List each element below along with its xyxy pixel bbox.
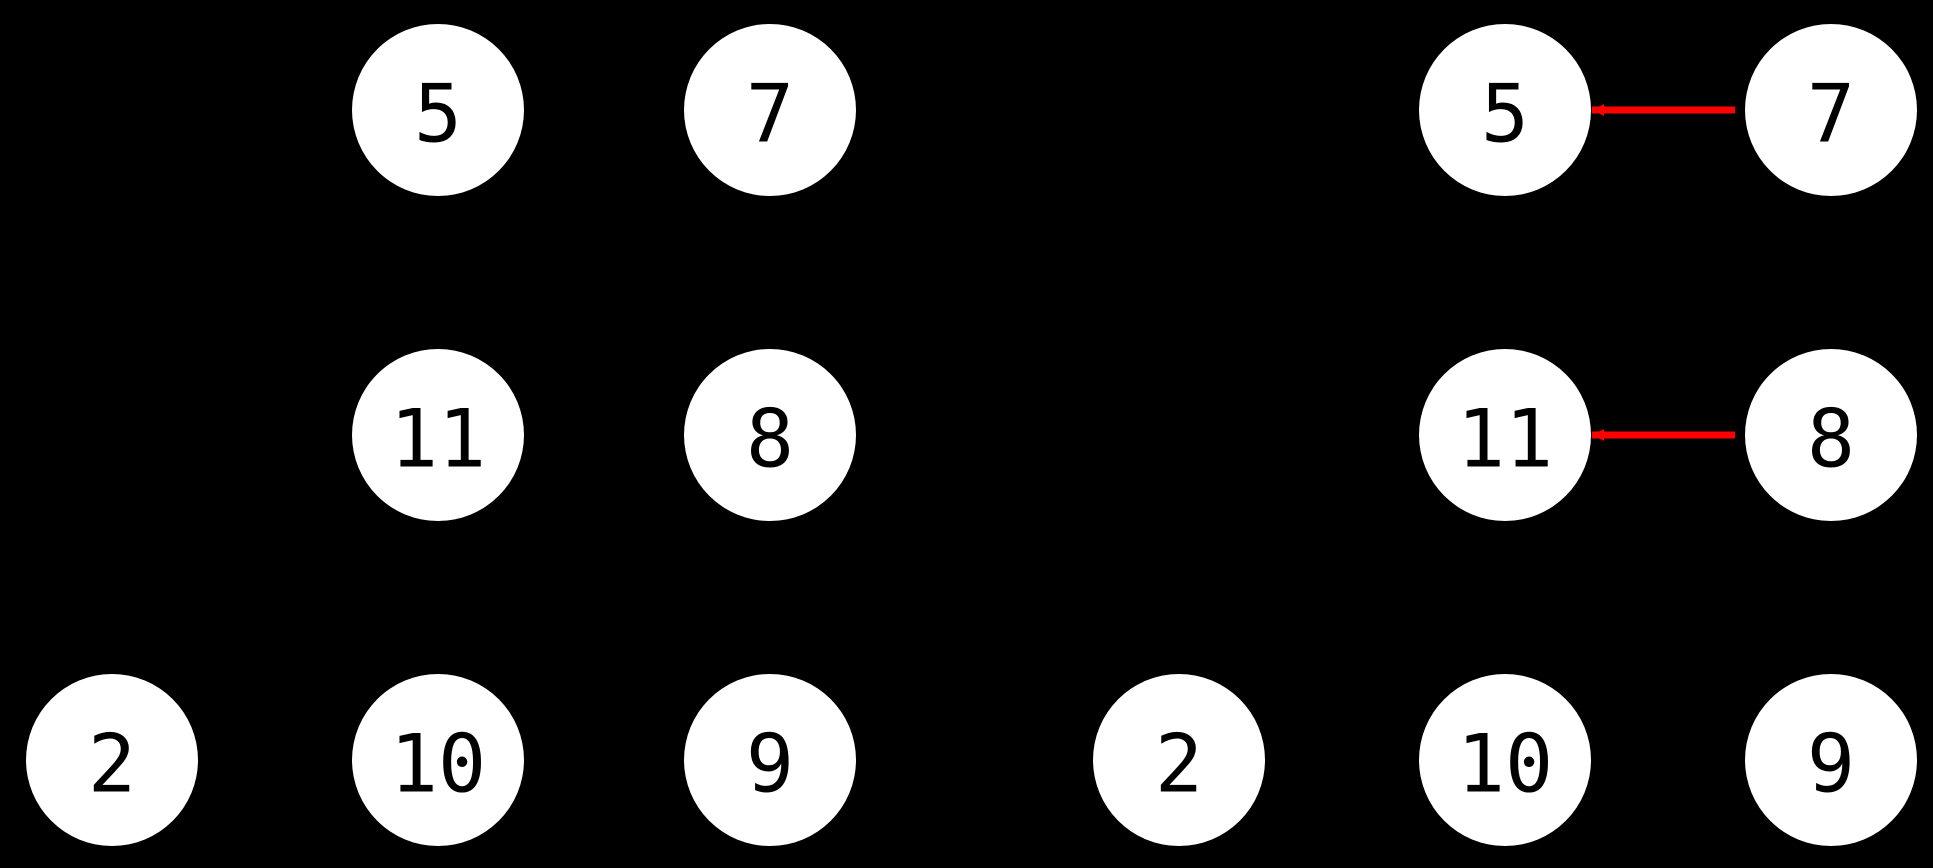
node-circle — [352, 349, 524, 521]
node-label: 9 — [746, 718, 794, 811]
node-circle — [1419, 674, 1591, 846]
node-label: 2 — [1155, 718, 1203, 811]
node-label: 10 — [1457, 718, 1553, 811]
node-label: 5 — [1481, 68, 1529, 161]
node-5: 5 — [352, 24, 524, 196]
node-circle — [684, 24, 856, 196]
graph-left: 5 7 11 8 2 10 9 — [26, 24, 856, 846]
node-2: 2 — [26, 674, 198, 846]
node-11: 11 — [352, 349, 524, 521]
node-circle — [1745, 349, 1917, 521]
node-label: 5 — [414, 68, 462, 161]
node-7: 7 — [684, 24, 856, 196]
node-8: 8 — [1745, 349, 1917, 521]
node-label: 9 — [1807, 718, 1855, 811]
node-circle — [26, 674, 198, 846]
node-9: 9 — [684, 674, 856, 846]
node-label: 2 — [88, 718, 136, 811]
node-label: 7 — [746, 68, 794, 161]
node-circle — [684, 349, 856, 521]
node-label: 11 — [390, 393, 486, 486]
node-label: 7 — [1807, 68, 1855, 161]
node-2: 2 — [1093, 674, 1265, 846]
node-11: 11 — [1419, 349, 1591, 521]
node-circle — [352, 674, 524, 846]
node-circle — [1093, 674, 1265, 846]
node-circle — [1745, 674, 1917, 846]
node-9: 9 — [1745, 674, 1917, 846]
node-label: 11 — [1457, 393, 1553, 486]
node-circle — [1745, 24, 1917, 196]
node-8: 8 — [684, 349, 856, 521]
node-circle — [1419, 349, 1591, 521]
node-circle — [684, 674, 856, 846]
node-5: 5 — [1419, 24, 1591, 196]
node-7: 7 — [1745, 24, 1917, 196]
node-circle — [1419, 24, 1591, 196]
node-10: 10 — [352, 674, 524, 846]
node-label: 8 — [1807, 393, 1855, 486]
node-label: 8 — [746, 393, 794, 486]
node-circle — [352, 24, 524, 196]
node-10: 10 — [1419, 674, 1591, 846]
graph-right: 5 7 11 8 2 10 9 — [1093, 24, 1917, 846]
node-label: 10 — [390, 718, 486, 811]
